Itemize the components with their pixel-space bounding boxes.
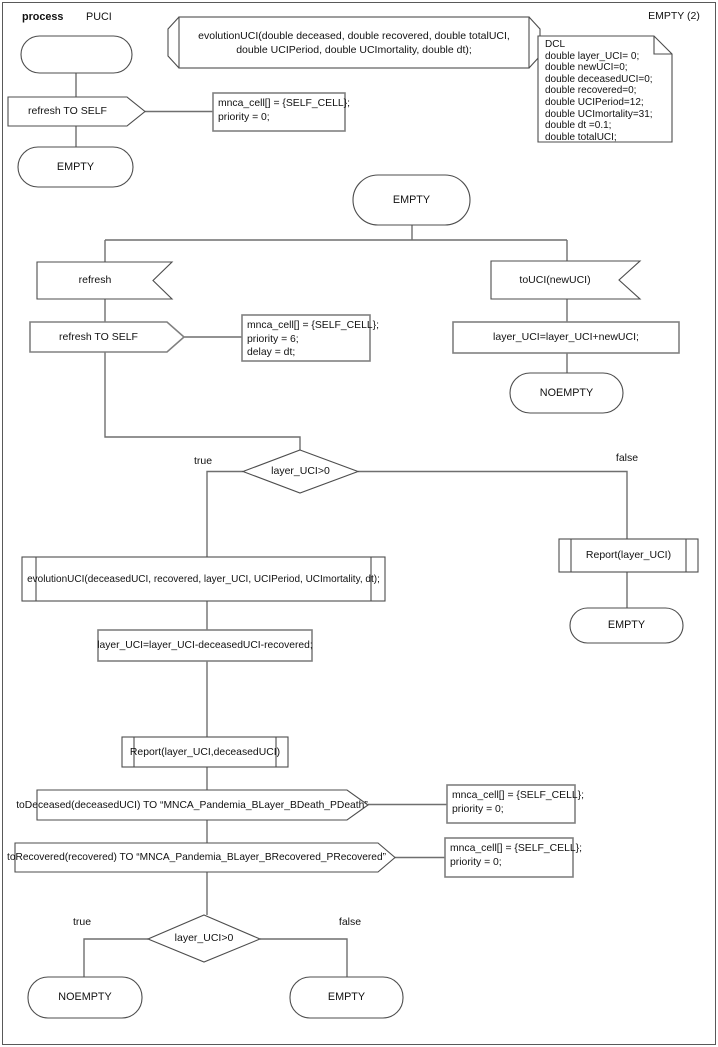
call-report-layer[interactable] — [558, 538, 699, 573]
decision-layer-uci-2[interactable] — [146, 914, 262, 963]
note-box-2[interactable] — [241, 314, 371, 362]
decision-1-true-label: true — [193, 455, 213, 467]
output-to-deceased-label: toDeceased(deceasedUCI) TO “MNCA_Pandemi… — [16, 799, 368, 811]
decision-1-label: layer_UCI>0 — [271, 465, 330, 477]
input-refresh-label: refresh — [78, 274, 112, 286]
note-box-3[interactable] — [446, 784, 576, 824]
process-kind-label: process — [22, 10, 64, 23]
task-add-newuci[interactable] — [452, 321, 680, 354]
procedure-signature-symbol[interactable] — [167, 16, 541, 69]
dcl-note-text: DCL double layer_UCI= 0; double newUCI=0… — [545, 39, 653, 143]
state-noempty-bottom[interactable] — [27, 976, 143, 1019]
state-noempty-right[interactable] — [509, 372, 624, 414]
call-report-layer-label: Report(layer_UCI) — [585, 549, 672, 561]
state-empty-false-label: EMPTY — [607, 619, 646, 631]
dcl-note-symbol[interactable] — [537, 35, 673, 143]
output-refresh-to-self-top[interactable] — [7, 96, 146, 127]
task-subtract[interactable] — [97, 629, 313, 662]
note-box-3-text: mnca_cell[] = {SELF_CELL}; priority = 0; — [452, 790, 584, 815]
input-touci[interactable] — [490, 260, 642, 300]
connectors — [75, 73, 628, 977]
start-symbol[interactable] — [20, 35, 133, 74]
note-box-4-text: mnca_cell[] = {SELF_CELL}; priority = 0; — [450, 843, 582, 868]
output-refresh-to-self-top-label: refresh TO SELF — [28, 105, 107, 117]
note-box-4[interactable] — [444, 837, 574, 878]
state-empty-bottom[interactable] — [289, 976, 404, 1019]
task-add-newuci-label: layer_UCI=layer_UCI+newUCI; — [493, 331, 639, 343]
note-box-2-text: mnca_cell[] = {SELF_CELL}; priority = 6;… — [247, 320, 379, 358]
decision-layer-uci-1[interactable] — [241, 449, 360, 494]
output-to-recovered-label: toRecovered(recovered) TO “MNCA_Pandemia… — [7, 852, 387, 863]
decision-2-true-label: true — [72, 916, 92, 928]
state-empty-main-label: EMPTY — [392, 193, 431, 206]
output-refresh-to-self-mid-label: refresh TO SELF — [59, 330, 138, 343]
output-refresh-to-self-mid[interactable] — [29, 321, 186, 353]
call-report-layer-deceased[interactable] — [121, 736, 289, 768]
instance-label: EMPTY (2) — [648, 9, 700, 22]
note-box-1-text: mnca_cell[] = {SELF_CELL}; priority = 0; — [218, 98, 350, 123]
note-box-1[interactable] — [212, 92, 346, 132]
call-evolutionuci-label: evolutionUCI(deceasedUCI, recovered, lay… — [27, 573, 380, 585]
state-empty-main[interactable] — [352, 174, 471, 226]
input-touci-label: toUCI(newUCI) — [519, 273, 591, 286]
state-empty-false[interactable] — [569, 607, 684, 644]
state-empty-top-label: EMPTY — [56, 160, 95, 173]
state-empty-bottom-label: EMPTY — [327, 991, 366, 1003]
procedure-signature-text: evolutionUCI(double deceased, double rec… — [198, 29, 510, 56]
call-report-layer-deceased-label: Report(layer_UCI,deceasedUCI) — [129, 746, 281, 758]
process-name-label: PUCI — [86, 10, 112, 23]
decision-2-label: layer_UCI>0 — [174, 932, 234, 944]
state-noempty-bottom-label: NOEMPTY — [58, 991, 112, 1003]
call-evolutionuci[interactable] — [21, 556, 386, 602]
input-refresh[interactable] — [36, 261, 174, 300]
decision-2-false-label: false — [338, 916, 362, 928]
output-to-deceased[interactable] — [36, 789, 369, 821]
decision-1-false-label: false — [615, 452, 639, 464]
state-noempty-right-label: NOEMPTY — [539, 386, 594, 399]
state-empty-top[interactable] — [17, 146, 134, 188]
task-subtract-label: layer_UCI=layer_UCI-deceasedUCI-recovere… — [97, 640, 313, 651]
output-to-recovered[interactable] — [14, 842, 396, 873]
